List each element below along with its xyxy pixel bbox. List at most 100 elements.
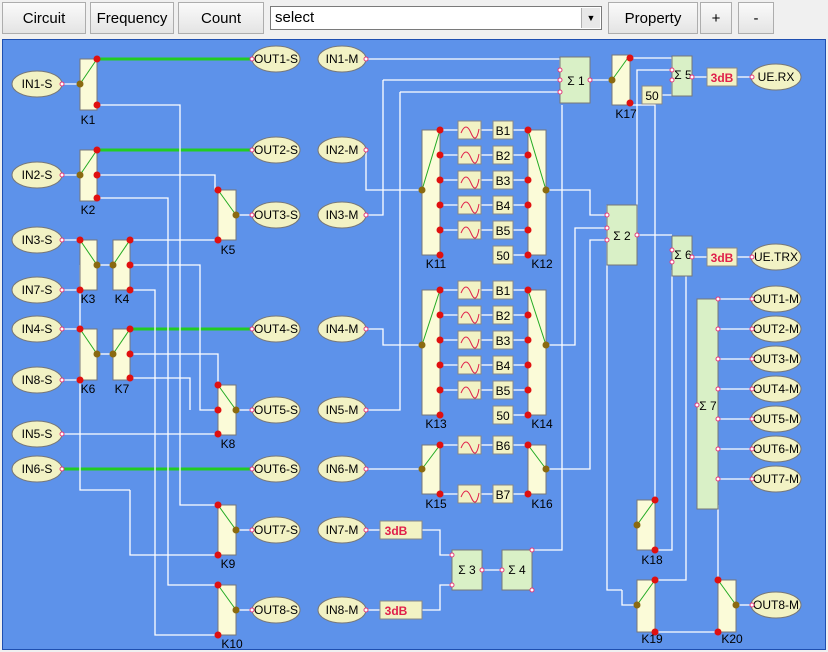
switch-k19[interactable]: K19 [633, 576, 663, 647]
node-out8-m[interactable]: OUT8-M [750, 591, 802, 619]
summer-5[interactable]: Σ 5 [671, 55, 693, 97]
count-button[interactable]: Count [178, 2, 264, 34]
switch-k4[interactable]: K4 [109, 236, 134, 307]
band-b3-a[interactable]: B3 [492, 170, 514, 190]
node-out4-s[interactable]: OUT4-S [251, 315, 301, 343]
node-out1-m[interactable]: OUT1-M [750, 285, 802, 313]
node-out2-s[interactable]: OUT2-S [251, 136, 301, 164]
node-out1-s[interactable]: OUT1-S [251, 45, 301, 73]
filter-7[interactable] [457, 305, 482, 325]
load-50-a[interactable]: 50 [492, 245, 514, 265]
load-50-b[interactable]: 50 [492, 405, 514, 425]
circuit-select[interactable]: select ▼ [270, 6, 602, 30]
node-out2-m[interactable]: OUT2-M [750, 315, 802, 343]
node-in7-s[interactable]: IN7-S [11, 276, 63, 304]
band-b5-a[interactable]: B5 [492, 220, 514, 240]
band-b1-b[interactable]: B1 [492, 280, 514, 300]
attenuator-3db-1[interactable]: 3dB [379, 520, 423, 540]
attenuator-3db-3[interactable]: 3dB [706, 67, 738, 87]
switch-k10[interactable]: K10 [214, 581, 243, 652]
band-b5-b[interactable]: B5 [492, 380, 514, 400]
filter-12[interactable] [457, 484, 482, 504]
switch-k7[interactable]: K7 [109, 325, 134, 397]
node-in1-m[interactable]: IN1-M [317, 45, 367, 73]
summer-6[interactable]: Σ 6 [671, 235, 693, 277]
node-out6-m[interactable]: OUT6-M [750, 435, 802, 463]
switch-k1[interactable]: K1 [76, 55, 101, 128]
band-b2-a[interactable]: B2 [492, 145, 514, 165]
switch-k12[interactable]: K12 [524, 126, 553, 272]
switch-k20[interactable]: K20 [714, 576, 743, 647]
switch-k16[interactable]: K16 [524, 441, 553, 512]
node-out5-m[interactable]: OUT5-M [750, 405, 802, 433]
node-ue-trx[interactable]: UE.TRX [750, 243, 802, 271]
node-out7-m[interactable]: OUT7-M [750, 465, 802, 493]
filter-5[interactable] [457, 220, 482, 240]
node-in6-s[interactable]: IN6-S [11, 455, 63, 483]
node-in6-m[interactable]: IN6-M [317, 455, 367, 483]
node-out6-s[interactable]: OUT6-S [251, 455, 301, 483]
filter-6[interactable] [457, 280, 482, 300]
frequency-button[interactable]: Frequency [90, 2, 174, 34]
switch-k8[interactable]: K8 [214, 381, 240, 452]
load-50-c[interactable]: 50 [641, 85, 663, 105]
zoom-in-button[interactable]: + [700, 2, 732, 34]
band-b1-a[interactable]: B1 [492, 120, 514, 140]
switch-k15[interactable]: K15 [418, 441, 447, 512]
node-in3-m[interactable]: IN3-M [317, 201, 367, 229]
band-b7[interactable]: B7 [492, 484, 514, 504]
band-b4-b[interactable]: B4 [492, 355, 514, 375]
filter-10[interactable] [457, 380, 482, 400]
summer-4[interactable]: Σ 4 [501, 549, 533, 591]
node-in4-m[interactable]: IN4-M [317, 315, 367, 343]
zoom-out-button[interactable]: - [738, 2, 774, 34]
node-out8-s[interactable]: OUT8-S [251, 596, 301, 624]
node-in8-m[interactable]: IN8-M [317, 596, 367, 624]
switch-k6[interactable]: K6 [76, 325, 101, 397]
summer-7[interactable]: Σ 7 [696, 298, 719, 510]
attenuator-3db-4[interactable]: 3dB [706, 247, 738, 267]
node-in2-m[interactable]: IN2-M [317, 136, 367, 164]
attenuator-3db-2[interactable]: 3dB [379, 600, 423, 620]
filter-11[interactable] [457, 435, 482, 455]
summer-1[interactable]: Σ 1 [559, 56, 591, 104]
switch-k18[interactable]: K18 [633, 496, 663, 568]
node-in4-s[interactable]: IN4-S [11, 315, 63, 343]
node-out5-s[interactable]: OUT5-S [251, 396, 301, 424]
band-b4-a[interactable]: B4 [492, 195, 514, 215]
filter-8[interactable] [457, 330, 482, 350]
switch-k2[interactable]: K2 [76, 146, 101, 218]
node-in3-s[interactable]: IN3-S [11, 226, 63, 254]
node-ue-rx[interactable]: UE.RX [750, 63, 802, 91]
node-in1-s[interactable]: IN1-S [11, 70, 63, 98]
node-out3-s[interactable]: OUT3-S [251, 201, 301, 229]
switch-k11[interactable]: K11 [418, 126, 447, 272]
filter-3[interactable] [457, 170, 482, 190]
node-in5-m[interactable]: IN5-M [317, 396, 367, 424]
node-out3-m[interactable]: OUT3-M [750, 345, 802, 373]
switch-k5[interactable]: K5 [214, 186, 240, 258]
switch-k9[interactable]: K9 [214, 501, 240, 572]
switch-k3[interactable]: K3 [76, 236, 101, 307]
band-b2-b[interactable]: B2 [492, 305, 514, 325]
summer-2[interactable]: Σ 2 [606, 204, 638, 266]
filter-2[interactable] [457, 145, 482, 165]
filter-9[interactable] [457, 355, 482, 375]
switch-k14[interactable]: K14 [524, 286, 553, 432]
node-in5-s[interactable]: IN5-S [11, 420, 63, 448]
node-out4-m[interactable]: OUT4-M [750, 375, 802, 403]
filter-4[interactable] [457, 195, 482, 215]
band-b3-b[interactable]: B3 [492, 330, 514, 350]
node-in8-s[interactable]: IN8-S [11, 366, 63, 394]
switch-k13[interactable]: K13 [418, 286, 447, 432]
summer-3[interactable]: Σ 3 [451, 549, 483, 591]
node-out7-s[interactable]: OUT7-S [251, 516, 301, 544]
filter-1[interactable] [457, 120, 482, 140]
switch-k17[interactable]: K17 [608, 54, 637, 122]
circuit-button[interactable]: Circuit [2, 2, 86, 34]
chevron-down-icon[interactable]: ▼ [581, 8, 600, 28]
band-b6[interactable]: B6 [492, 435, 514, 455]
property-button[interactable]: Property [608, 2, 698, 34]
node-in2-s[interactable]: IN2-S [11, 161, 63, 189]
node-in7-m[interactable]: IN7-M [317, 516, 367, 544]
